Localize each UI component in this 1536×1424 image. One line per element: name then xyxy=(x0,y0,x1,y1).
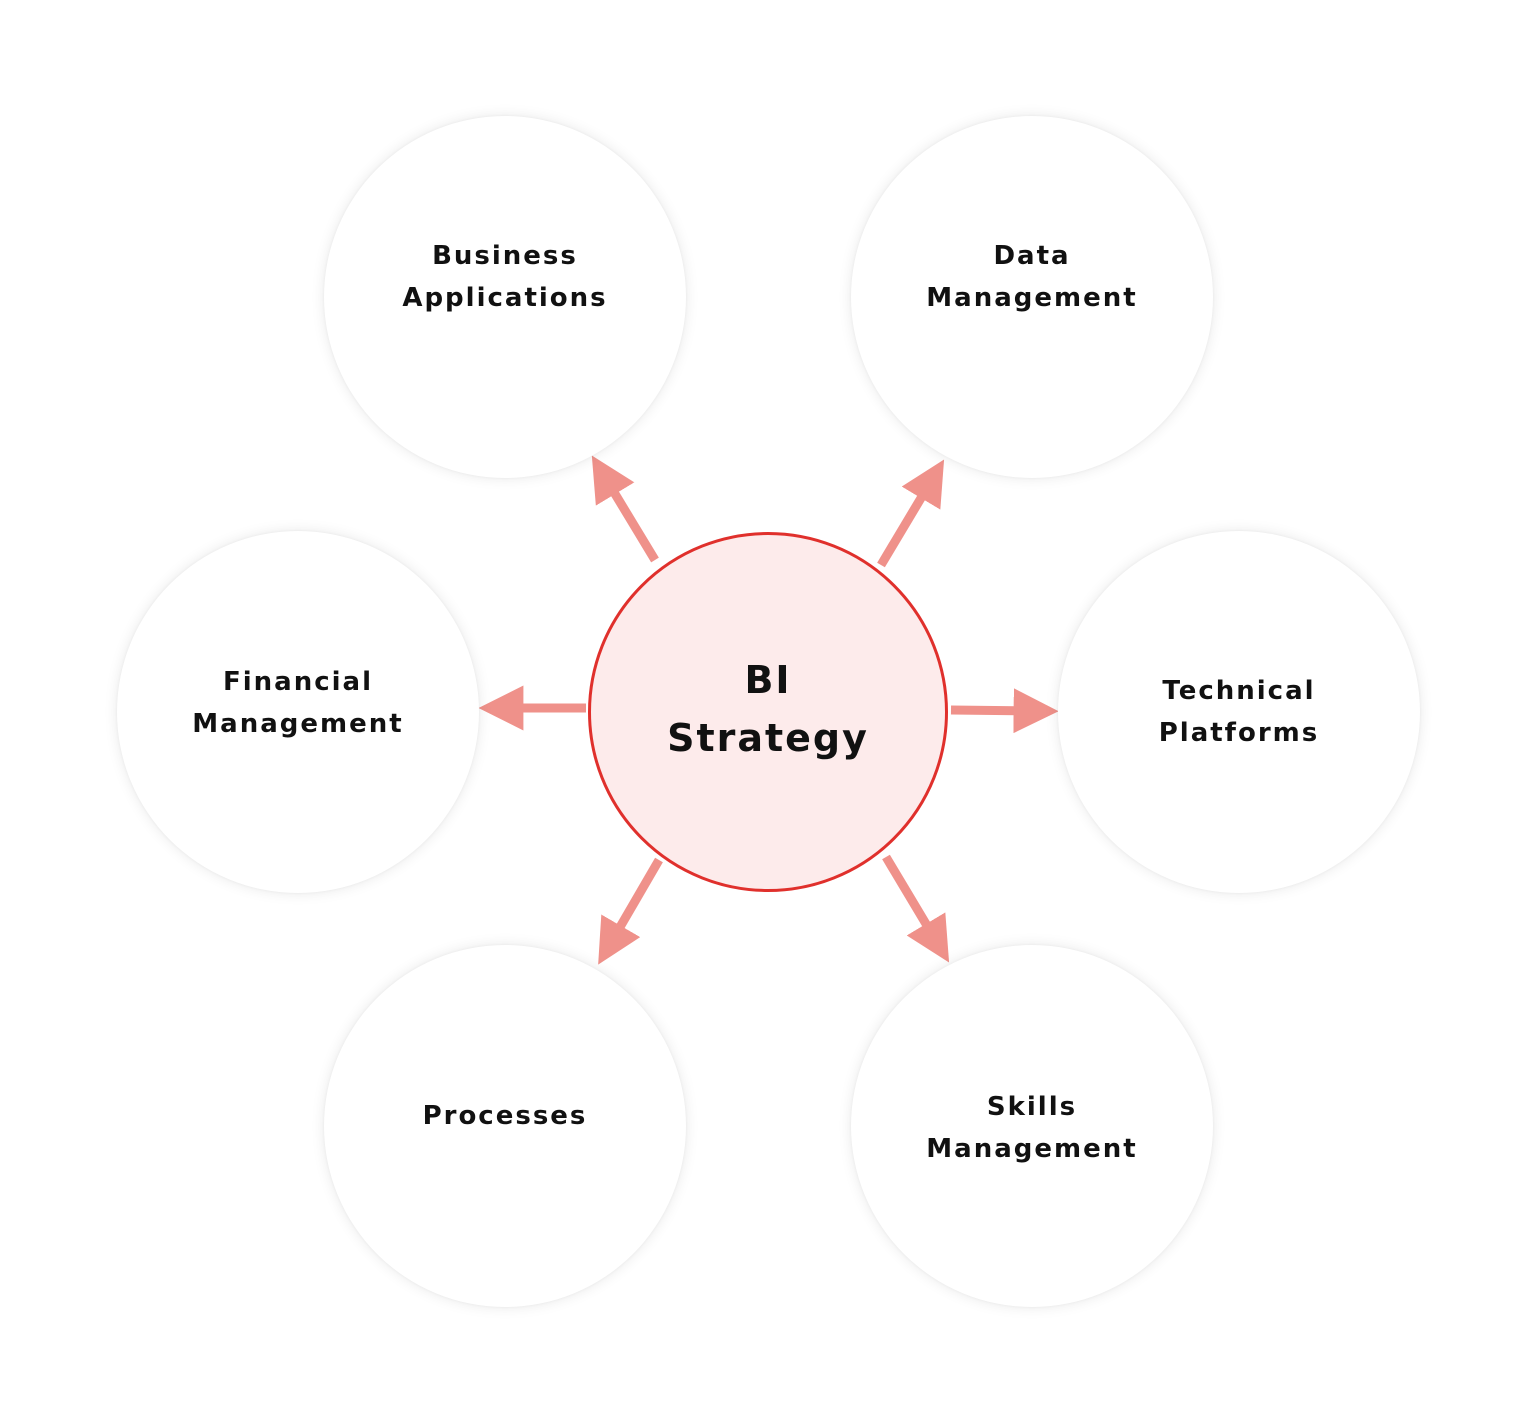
node-label: Data Management xyxy=(926,235,1137,319)
node-label-line: Applications xyxy=(402,283,608,313)
node-label: Business Applications xyxy=(402,235,607,319)
node-label-line: Management xyxy=(192,709,404,739)
node-business-applications: Business Applications xyxy=(324,116,686,478)
node-label: Skills Management xyxy=(926,1086,1137,1170)
node-label: Processes xyxy=(423,1095,588,1137)
center-label-line: Strategy xyxy=(667,716,869,760)
center-label-line: BI xyxy=(744,658,792,702)
node-label-line: Business xyxy=(432,241,578,271)
arrow-to-business-applications xyxy=(591,455,659,563)
node-financial-management: Financial Management xyxy=(117,531,479,893)
node-label-line: Data xyxy=(993,241,1071,271)
node-label-line: Processes xyxy=(422,1101,588,1131)
node-label: Technical Platforms xyxy=(1159,670,1320,754)
arrow-to-processes xyxy=(598,857,663,965)
node-label-line: Financial xyxy=(222,667,373,697)
node-label-line: Technical xyxy=(1162,676,1316,706)
arrow-to-technical-platforms xyxy=(950,688,1059,734)
node-label-line: Management xyxy=(926,1134,1138,1164)
center-node-bi-strategy: BI Strategy xyxy=(588,532,948,892)
node-label-line: Skills xyxy=(986,1092,1078,1122)
node-skills-management: Skills Management xyxy=(851,945,1213,1307)
node-technical-platforms: Technical Platforms xyxy=(1058,531,1420,893)
node-data-management: Data Management xyxy=(851,116,1213,478)
node-processes: Processes xyxy=(324,945,686,1307)
arrow-to-data-management xyxy=(877,459,945,568)
node-label-line: Platforms xyxy=(1158,718,1320,748)
node-label-line: Management xyxy=(926,283,1138,313)
arrow-to-skills-management xyxy=(882,854,950,963)
node-label: Financial Management xyxy=(192,661,403,745)
center-label: BI Strategy xyxy=(667,651,869,767)
